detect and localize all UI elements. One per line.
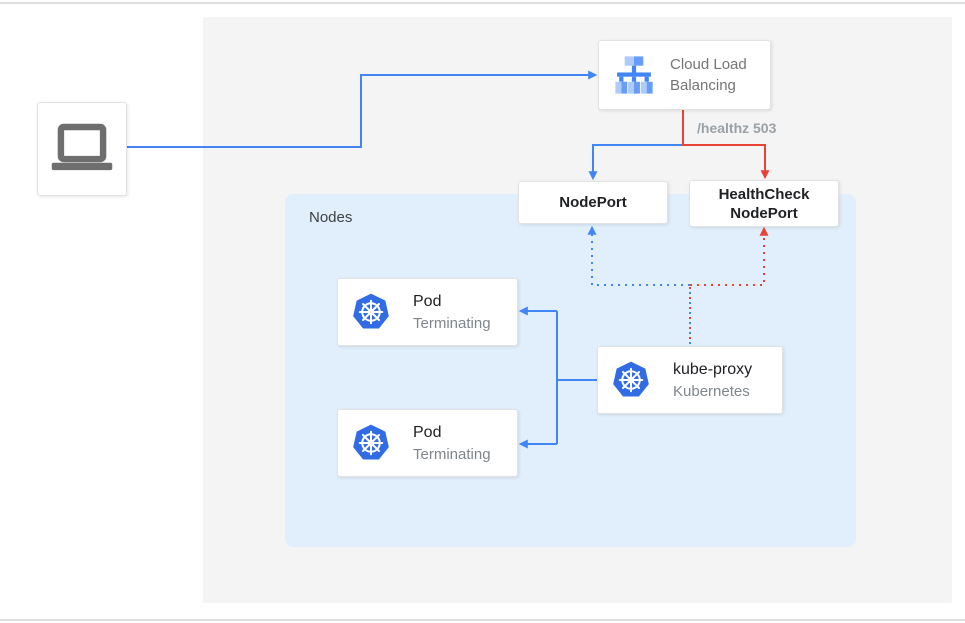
kube-proxy-node: kube-proxy Kubernetes [597,346,783,414]
kubernetes-icon [353,293,389,329]
nodeport-node: NodePort [518,181,668,224]
kube-proxy-subtitle: Kubernetes [673,382,750,400]
nodes-group-label: Nodes [309,209,353,226]
kubernetes-icon [613,361,649,397]
pod-title: Pod [413,292,442,310]
pod-status: Terminating [413,314,491,332]
pod-node-1: Pod Terminating [337,278,518,346]
pod-status: Terminating [413,445,491,463]
healthcheck-nodeport-node: HealthCheck NodePort [689,180,839,227]
cloud-load-balancing-label: Cloud Load Balancing [670,56,747,94]
kube-proxy-title: kube-proxy [673,360,753,378]
nodeport-label: NodePort [559,194,627,211]
bottom-frame-line [0,619,965,621]
client-node [37,102,127,196]
kubernetes-icon [353,424,389,460]
healthcheck-nodeport-label: HealthCheck NodePort [718,185,810,222]
pod-title: Pod [413,423,442,441]
cloud-load-balancing-node: Cloud Load Balancing [598,40,771,110]
laptop-icon [51,123,113,171]
pod-node-2: Pod Terminating [337,409,518,477]
cloud-load-balancing-icon [615,56,653,94]
healthz-status-label: /healthz 503 [697,120,777,136]
top-frame-line [0,2,965,4]
